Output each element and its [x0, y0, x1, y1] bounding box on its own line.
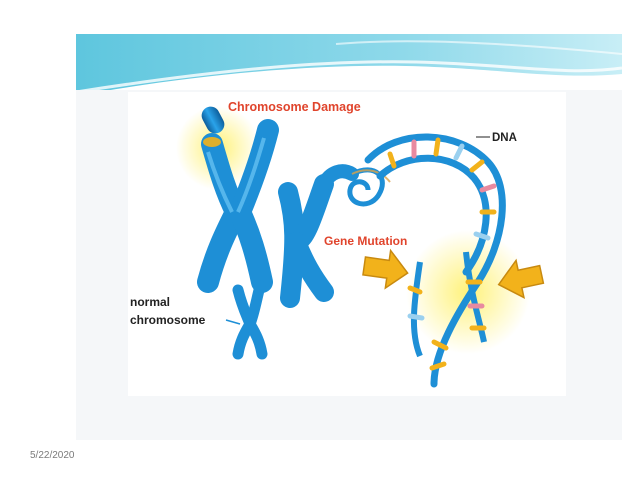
- dna-label: DNA: [492, 132, 517, 144]
- normal-label-line1: normal: [130, 295, 170, 309]
- damaged-chromosome: [197, 106, 279, 293]
- header-wave-graphic: [76, 34, 622, 96]
- unwinding-chromosome: [278, 164, 359, 308]
- normal-label-line2: chromosome: [130, 313, 206, 327]
- arrow-right-icon: [362, 248, 409, 290]
- gene-mutation-label: Gene Mutation: [324, 234, 407, 248]
- normal-chromosome: [225, 280, 268, 360]
- diagram-svg: Chromosome Damage DNA Gene Mutation norm…: [130, 100, 545, 388]
- slide-date: 5/22/2020: [30, 450, 75, 461]
- arrow-left-icon: [497, 258, 545, 299]
- chromosome-damage-label: Chromosome Damage: [228, 100, 361, 114]
- dna-ladder: [364, 133, 506, 388]
- header-wave: [76, 34, 622, 96]
- chromosome-diagram: Chromosome Damage DNA Gene Mutation norm…: [128, 92, 566, 396]
- dna-coil: [347, 167, 391, 207]
